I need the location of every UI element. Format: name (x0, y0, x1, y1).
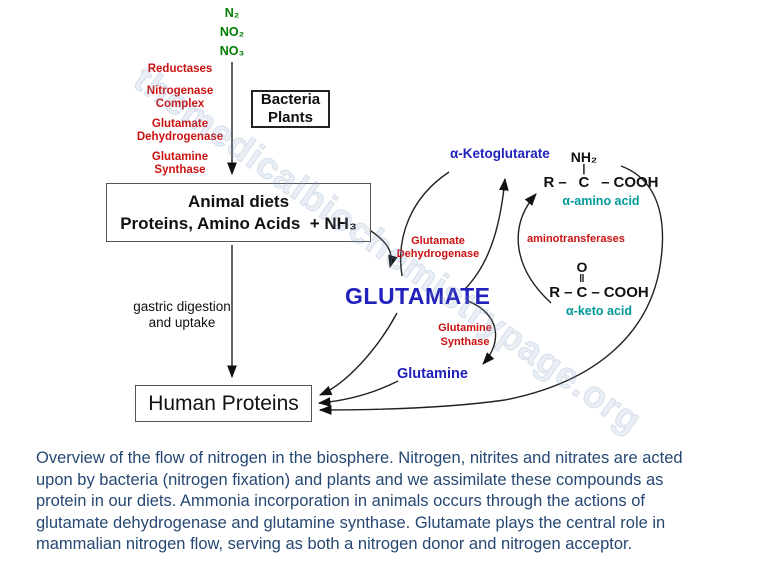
human-proteins-box: Human Proteins (135, 385, 312, 422)
alpha-amino-acid-structure: R – NH₂ | C – COOH α-amino acid (543, 149, 659, 209)
keto-o: O (576, 259, 588, 275)
enzyme-glutamine-synthase: Glutamine Synthase (151, 150, 209, 177)
amino-r: R (543, 174, 555, 191)
bacteria-plants-label: Bacteria Plants (260, 91, 321, 126)
gastric-digestion-label: gastric digestion and uptake (133, 299, 231, 330)
alpha-keto-acid-label: α-keto acid (565, 304, 633, 318)
amino-c: C (578, 174, 590, 191)
caption-line: glutamate dehydrogenase and glutamine sy… (36, 513, 666, 532)
arrows-layer (227, 62, 664, 415)
keto-double-bond: ‖ (579, 273, 585, 285)
glutamine-synthase-label: Glutamine Synthase (438, 322, 492, 348)
curve-ketoglutarate-to-glutamate (399, 171, 450, 277)
glutamine-label: Glutamine (397, 366, 468, 382)
animal-diets-box: Animal diets Proteins, Amino Acids + NH₃ (106, 183, 371, 242)
alpha-ketoglutarate-label: α-Ketoglutarate (450, 146, 550, 161)
no3-label: NO₃ (219, 44, 245, 58)
caption-line: protein in our diets. Ammonia incorporat… (36, 492, 645, 511)
arrow-ketoacid-to-aminoacid (517, 193, 552, 304)
nitrogen-inputs: N₂ NO₂ NO₃ (200, 4, 264, 61)
keto-c: C (576, 284, 588, 301)
enzyme-list: Reductases Nitrogenase Complex Glutamate… (126, 63, 234, 178)
enzyme-reductases: Reductases (147, 63, 213, 75)
caption: Overview of the flow of nitrogen in the … (36, 448, 748, 556)
keto-acid-formula: R – O ‖ C – COOH (549, 259, 649, 302)
amino-bond: | (582, 163, 586, 175)
keto-r: R (549, 284, 561, 301)
enzyme-glutamate-dehydrogenase: Glutamate Dehydrogenase (136, 117, 224, 144)
arrow-glutamate-to-human (318, 312, 398, 396)
arrow-nh3-to-glutamate (367, 228, 398, 269)
amino-cooh: COOH (613, 174, 659, 191)
glutamate-dehydrogenase-label: Glutamate Dehydrogenase (396, 235, 480, 260)
caption-line: Overview of the flow of nitrogen in the … (36, 449, 683, 467)
n2-label: N₂ (224, 6, 240, 20)
arrow-aminoacid-to-human (318, 165, 664, 415)
keto-cooh: COOH (603, 284, 649, 301)
aminotransferases-label: aminotransferases (527, 233, 625, 245)
bacteria-plants-box: Bacteria Plants (251, 90, 330, 128)
amino-acid-formula: R – NH₂ | C – COOH (543, 149, 659, 192)
arrow-glutamate-to-ketoglutarate (463, 177, 509, 291)
animal-diets-title: Animal diets (187, 191, 290, 211)
alpha-keto-acid-structure: R – O ‖ C – COOH α-keto acid (547, 259, 651, 319)
alpha-amino-acid-label: α-amino acid (562, 194, 640, 208)
enzyme-nitrogenase-complex: Nitrogenase Complex (146, 84, 214, 111)
human-proteins-label: Human Proteins (148, 391, 299, 415)
no2-label: NO₂ (219, 25, 245, 39)
caption-line: upon by bacteria (nitrogen fixation) and… (36, 470, 664, 489)
arrow-glutamate-to-glutamine (467, 300, 497, 365)
arrow-glutamine-to-human (317, 380, 399, 407)
animal-diets-contents: Proteins, Amino Acids + NH₃ (120, 213, 357, 233)
amino-nh2: NH₂ (570, 149, 598, 165)
glutamate-label: GLUTAMATE (345, 283, 491, 309)
caption-line: mammalian nitrogen flow, serving as both… (36, 535, 633, 554)
